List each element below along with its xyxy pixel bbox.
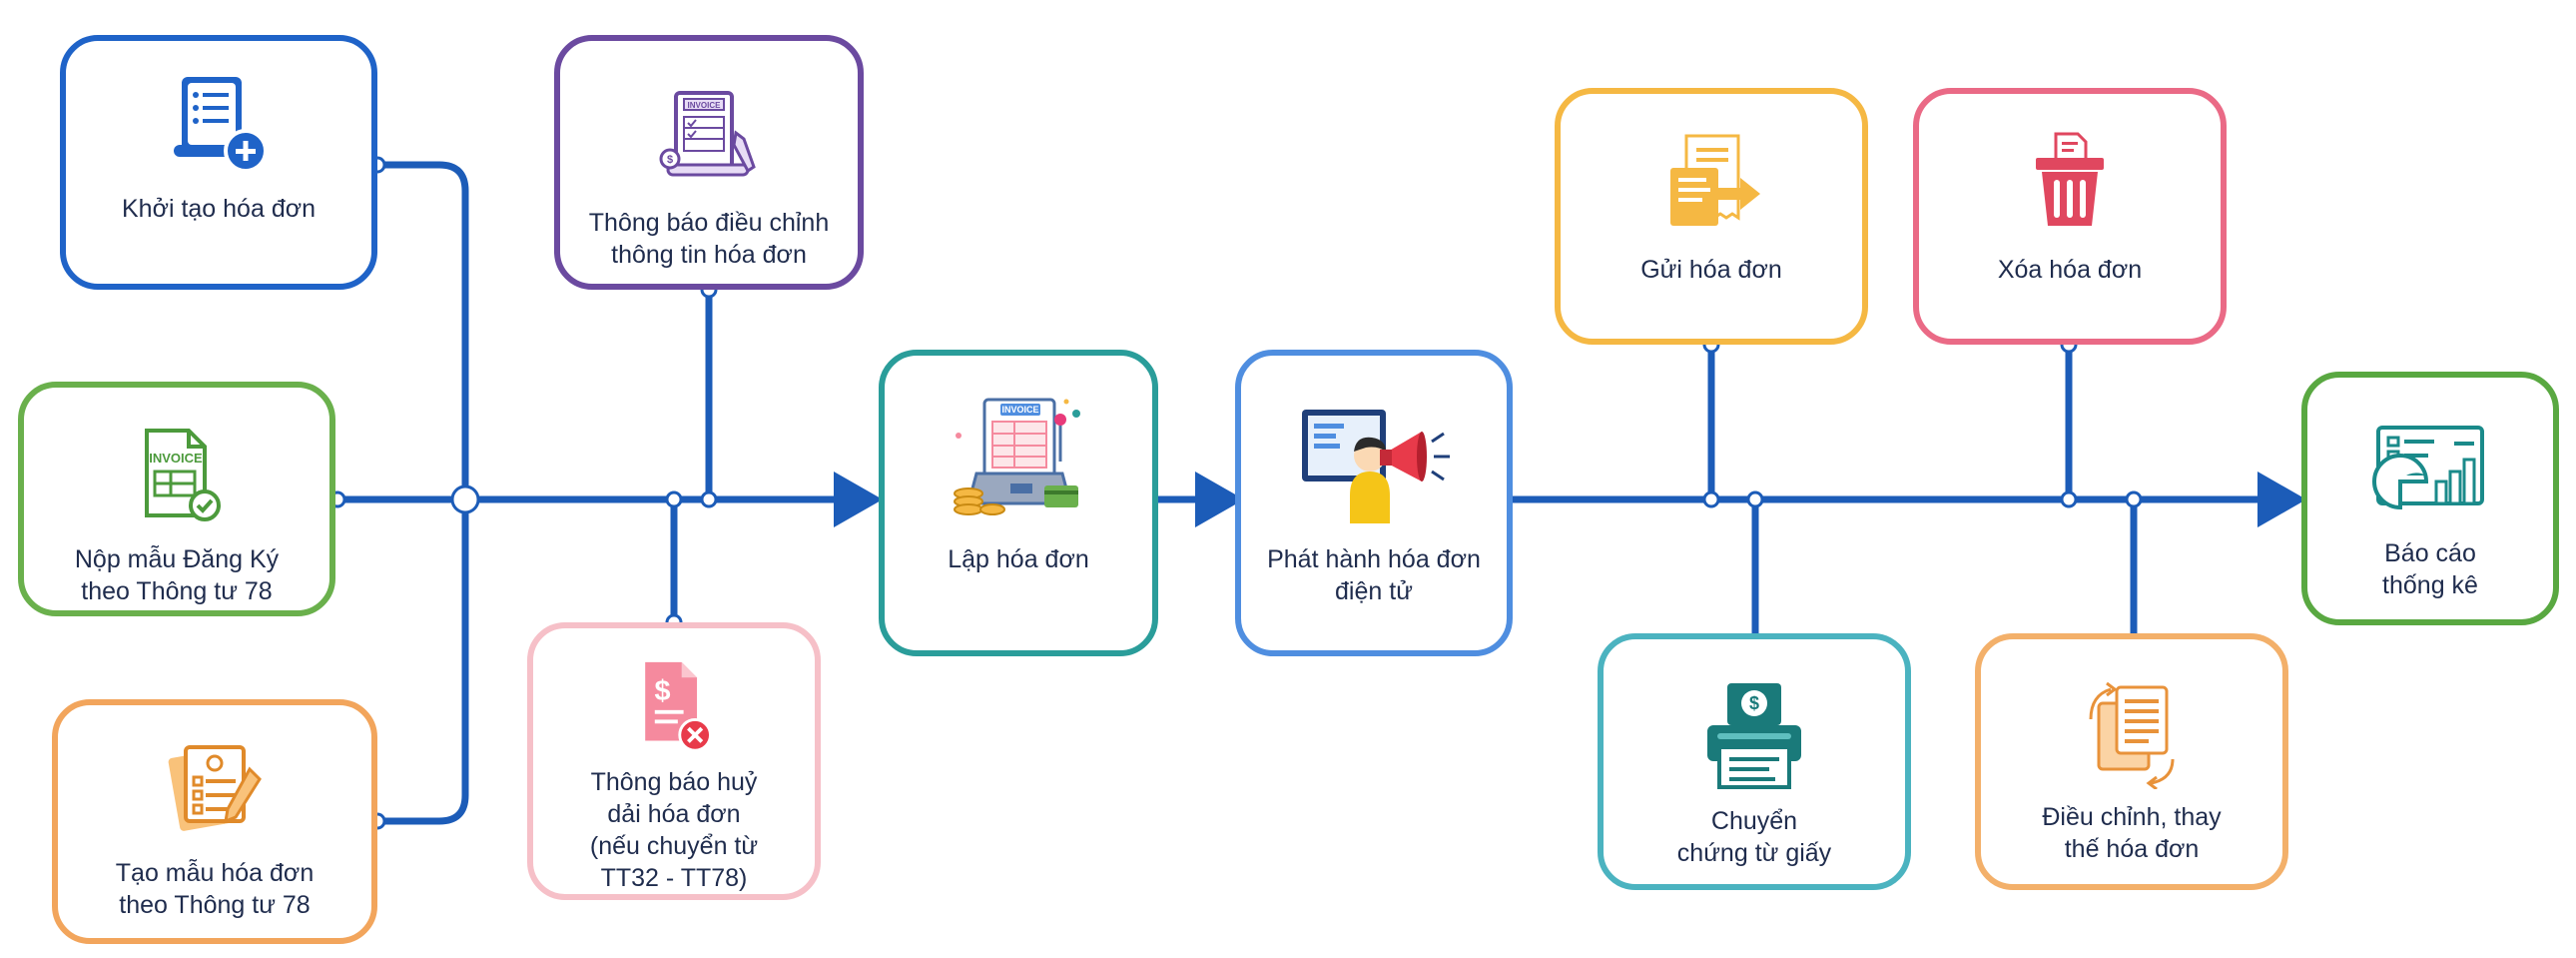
connector-dot xyxy=(700,490,718,508)
cash-register-icon: INVOICE xyxy=(954,398,1080,515)
connector-dot xyxy=(1702,490,1720,508)
node-label: Phát hành hóa đơn điện tử xyxy=(1267,545,1481,605)
megaphone-icon xyxy=(1302,410,1450,523)
node-label: Chuyển chứng từ giấy xyxy=(1676,807,1832,867)
node-label: Gửi hóa đơn xyxy=(1640,256,1782,284)
link-khoi-tao xyxy=(373,161,469,503)
node-khoi-tao-hoa-don[interactable]: Khởi tạo hóa đơn xyxy=(60,35,377,290)
invoice-cancel-icon: $ xyxy=(645,661,712,752)
node-bao-cao-thong-ke[interactable]: Báo cáo thống kê xyxy=(2301,372,2559,625)
invoice-edit-icon: INVOICE $ xyxy=(659,91,756,177)
node-xoa-hoa-don[interactable]: Xóa hóa đơn xyxy=(1913,88,2227,345)
svg-text:INVOICE: INVOICE xyxy=(688,101,722,110)
node-label: Thông báo điều chỉnh thông tin hóa đơn xyxy=(588,209,830,269)
node-thong-bao-huy[interactable]: $ Thông báo huỷ dải hóa đơn (nếu chuyển … xyxy=(527,622,821,900)
node-label: Điều chỉnh, thay thế hóa đơn xyxy=(2042,803,2222,863)
node-label: Tạo mẫu hóa đơn theo Thông tư 78 xyxy=(115,859,315,919)
node-chuyen-chung-tu-giay[interactable]: $ Chuyển chứng từ giấy xyxy=(1598,633,1911,890)
node-dieu-chinh-thay-the[interactable]: Điều chỉnh, thay thế hóa đơn xyxy=(1975,633,2288,890)
node-label: Lập hóa đơn xyxy=(948,545,1089,573)
connector-dot xyxy=(665,490,683,508)
svg-text:$: $ xyxy=(667,154,673,166)
node-nop-mau-dang-ky[interactable]: INVOICE Nộp mẫu Đăng Ký theo Thông tư 78 xyxy=(18,382,335,616)
trash-icon xyxy=(2036,132,2104,226)
node-lap-hoa-don[interactable]: INVOICE Lập hóa đơn xyxy=(879,350,1158,656)
link-tao-mau xyxy=(373,495,469,825)
invoice-check-icon: INVOICE xyxy=(145,429,221,521)
node-label: Báo cáo thống kê xyxy=(2382,539,2478,599)
node-label: Xóa hóa đơn xyxy=(1997,256,2143,284)
junction-hub xyxy=(450,484,480,514)
connector-dot xyxy=(2125,490,2143,508)
node-phat-hanh-hoa-don[interactable]: Phát hành hóa đơn điện tử xyxy=(1235,350,1513,656)
node-thong-bao-dieu-chinh[interactable]: INVOICE $ Thông báo điều chỉnh thông tin… xyxy=(554,35,864,290)
connector-dot xyxy=(2060,490,2078,508)
document-swap-icon xyxy=(2089,681,2175,789)
document-add-icon xyxy=(174,77,268,173)
form-template-icon xyxy=(168,745,262,831)
svg-text:INVOICE: INVOICE xyxy=(149,451,203,466)
node-label: Thông báo huỷ dải hóa đơn (nếu chuyển từ… xyxy=(589,768,759,892)
svg-text:$: $ xyxy=(654,675,670,707)
send-document-icon xyxy=(1670,134,1760,226)
report-chart-icon xyxy=(2372,426,2484,510)
svg-text:INVOICE: INVOICE xyxy=(1001,405,1038,415)
node-label: Nộp mẫu Đăng Ký theo Thông tư 78 xyxy=(74,545,280,605)
connector-dot xyxy=(1746,490,1764,508)
svg-text:$: $ xyxy=(1749,693,1759,713)
printer-icon: $ xyxy=(1707,683,1801,789)
node-tao-mau-hoa-don[interactable]: Tạo mẫu hóa đơn theo Thông tư 78 xyxy=(52,699,377,944)
node-gui-hoa-don[interactable]: Gửi hóa đơn xyxy=(1555,88,1868,345)
node-label: Khởi tạo hóa đơn xyxy=(121,195,317,223)
